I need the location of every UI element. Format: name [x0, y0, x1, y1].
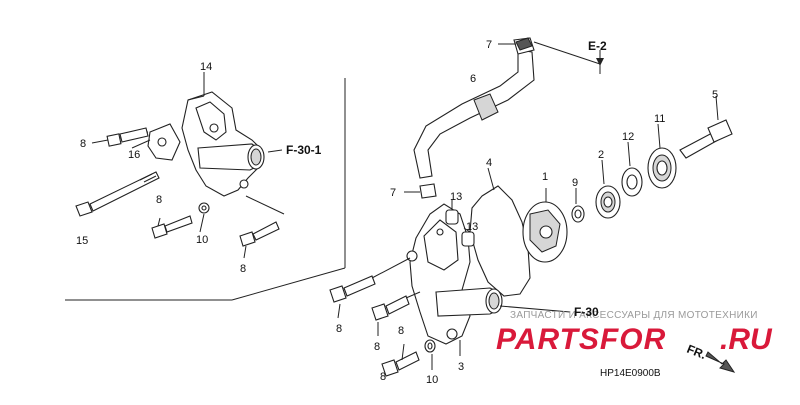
diagram-code: HP14E0900B — [600, 368, 661, 379]
label-4: 4 — [486, 157, 492, 169]
label-8-f: 8 — [374, 341, 380, 353]
label-5: 5 — [712, 89, 718, 101]
pump-body-3 — [406, 203, 503, 345]
label-12: 12 — [622, 131, 634, 143]
label-3: 3 — [458, 361, 464, 373]
bolt-8-right-a — [329, 257, 411, 303]
watermark-logo: PARTSFOR — [496, 323, 666, 356]
label-7-a: 7 — [486, 39, 492, 51]
label-8-a: 8 — [80, 138, 86, 150]
impeller-1 — [522, 188, 568, 263]
ref-f30-1: F-30-1 — [286, 143, 322, 157]
seal-12 — [621, 141, 643, 197]
washer-9 — [571, 188, 585, 223]
label-10-a: 10 — [196, 234, 208, 246]
bolt-8-right-b — [371, 291, 421, 321]
long-bolt-15 — [75, 171, 160, 217]
label-13-a: 13 — [450, 191, 462, 203]
bolt-8-lower-left — [239, 221, 280, 247]
e2-leader — [533, 41, 604, 74]
bolt-8-right-c — [381, 339, 436, 377]
collar-13-lower — [461, 231, 475, 247]
collar-13-upper — [445, 200, 459, 225]
bolt-8-mid-left — [151, 202, 210, 239]
ref-e2: E-2 — [588, 39, 607, 53]
watermark: ЗАПЧАСТИ И АКСЕССУАРЫ ДЛЯ МОТОТЕХНИКИ PA… — [496, 310, 773, 356]
label-10-b: 10 — [426, 374, 438, 386]
label-8-g: 8 — [380, 371, 386, 383]
label-11: 11 — [654, 113, 665, 125]
water-hose-6 — [413, 37, 535, 179]
label-9: 9 — [572, 177, 578, 189]
label-15: 15 — [76, 235, 88, 247]
clamp-7-upper — [498, 37, 533, 51]
label-8-d: 8 — [336, 323, 342, 335]
label-6: 6 — [470, 73, 476, 85]
ref-f30: F-30 — [574, 305, 599, 319]
leaders-right — [337, 227, 571, 370]
bolt-8-upper-left — [91, 127, 149, 147]
leaders-left — [131, 72, 285, 259]
label-8-c: 8 — [240, 263, 246, 275]
label-8-b: 8 — [156, 194, 162, 206]
clamp-7-lower — [404, 183, 437, 199]
label-7-b: 7 — [390, 187, 396, 199]
ref-fr: FR. — [685, 342, 708, 362]
label-13-b: 13 — [466, 221, 478, 233]
label-16: 16 — [128, 149, 140, 161]
label-2: 2 — [598, 149, 604, 161]
bearing-11 — [647, 123, 677, 189]
watermark-suffix: .RU — [720, 323, 773, 356]
label-8-e: 8 — [398, 325, 404, 337]
front-arrow — [705, 351, 736, 373]
watermark-tagline: ЗАПЧАСТИ И АКСЕССУАРЫ ДЛЯ МОТОТЕХНИКИ — [510, 310, 758, 321]
label-14: 14 — [200, 61, 212, 73]
seal-2 — [595, 159, 621, 219]
label-1: 1 — [542, 171, 548, 183]
pump-cover-upper — [147, 91, 265, 197]
gasket-4 — [469, 167, 531, 297]
left-assembly-frame — [65, 78, 346, 301]
shaft-5 — [679, 95, 733, 159]
